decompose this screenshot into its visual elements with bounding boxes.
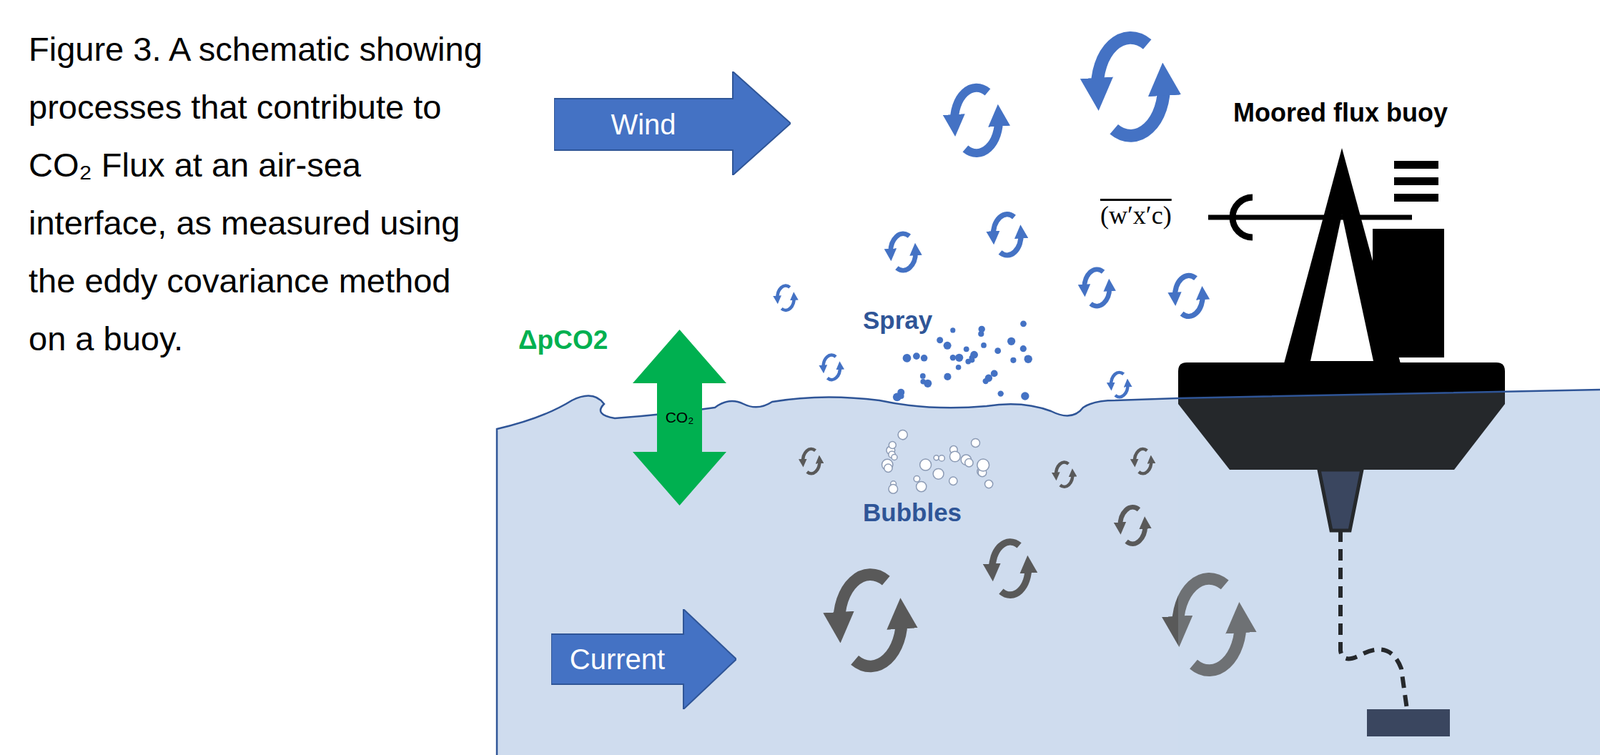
bubble	[938, 455, 945, 462]
spray-drop	[920, 373, 926, 379]
bubble	[913, 476, 920, 482]
eddy-arrow	[1055, 462, 1069, 477]
spray-drop	[1020, 391, 1029, 400]
eddy-arrow	[1084, 269, 1104, 290]
eddy-arrow	[1120, 506, 1139, 527]
spray-drop	[936, 336, 943, 344]
bubble	[949, 476, 958, 485]
spray-drop	[955, 353, 964, 362]
bubble	[977, 458, 990, 472]
node-label: Wind	[554, 98, 733, 151]
figure-caption: Figure 3. A schematic showing processes …	[28, 20, 494, 368]
delta-pco2-label: ΔpCO2	[518, 325, 608, 356]
bubbles-label: Bubbles	[862, 498, 962, 527]
eddy-arrow	[777, 285, 790, 300]
eddy-arrow	[954, 87, 989, 124]
bubble	[985, 480, 994, 489]
bubble	[897, 430, 908, 440]
spray-drop	[978, 331, 984, 337]
bubble	[916, 481, 927, 492]
spray-drop	[990, 370, 999, 378]
spray-drop	[1020, 320, 1027, 327]
eddy-arrow	[807, 460, 820, 474]
bubble	[932, 468, 944, 479]
eddy-arrow	[1138, 460, 1152, 474]
eddy-arrow	[781, 296, 794, 311]
spray-drop	[943, 373, 951, 381]
eddy-arrow	[827, 366, 841, 380]
covariance-label: (w′x′c)	[1097, 200, 1175, 231]
spray-label: Spray	[862, 305, 933, 335]
spray-drop	[985, 374, 993, 382]
bubble	[950, 451, 961, 462]
spray-drop	[1007, 337, 1016, 346]
eddy-arrow	[1090, 285, 1110, 306]
spray-drop	[994, 347, 1001, 354]
arrow-shape	[632, 329, 727, 506]
arrow-shape	[554, 71, 791, 176]
eddy-arrow	[1181, 293, 1203, 316]
eddy-arrow	[896, 250, 916, 271]
eddy-arrow	[1134, 448, 1147, 463]
current-arrow: Current	[551, 609, 737, 710]
buoy-underwater-tint	[1178, 389, 1600, 755]
bubble	[888, 484, 898, 495]
eddy-arrow	[993, 214, 1014, 237]
spray-drop	[955, 364, 962, 371]
spray-drop	[969, 357, 976, 364]
bubble	[888, 441, 896, 449]
arrow-shape	[551, 609, 737, 710]
eddy-arrow	[823, 355, 837, 369]
spray-drop	[950, 327, 956, 333]
bubble-group	[882, 430, 994, 495]
bubble	[965, 458, 974, 467]
eddy-arrow	[890, 233, 910, 254]
bubble	[920, 458, 932, 471]
bubble	[884, 463, 893, 472]
bubble	[891, 454, 898, 461]
eddy-arrow	[1097, 37, 1148, 91]
eddy-arrow	[992, 541, 1020, 571]
eddy-arrow	[1126, 524, 1146, 545]
spray-drop	[980, 342, 987, 349]
spray-drop	[902, 353, 912, 363]
eddy-arrow	[1000, 566, 1029, 595]
eddy-arrow	[1060, 473, 1073, 487]
node-label: Current	[551, 634, 684, 685]
spray-drop	[1010, 357, 1016, 364]
spray-drop	[943, 341, 952, 350]
eddy-arrow	[1174, 275, 1196, 298]
eddy-arrow	[1113, 82, 1164, 136]
bubble	[933, 455, 939, 461]
node-label: Moored flux buoy	[1172, 91, 1509, 135]
spray-drop	[912, 352, 921, 360]
wind-arrow: Wind	[554, 71, 791, 176]
spray-drop	[1024, 355, 1033, 364]
eddy-arrow	[1115, 383, 1129, 398]
spray-drop	[920, 354, 928, 362]
spray-drop	[963, 346, 970, 352]
eddy-arrow	[802, 448, 816, 463]
eddy-arrow	[1000, 233, 1021, 256]
spray-drop	[998, 390, 1004, 397]
eddy-arrow	[839, 574, 886, 625]
spray-drop	[897, 393, 904, 399]
spray-drop	[950, 354, 956, 361]
eddy-arrow	[855, 616, 903, 667]
spray-drop	[1020, 345, 1027, 352]
buoy-node: Moored flux buoy	[1172, 91, 1509, 135]
node-label: CO₂	[657, 383, 703, 452]
co2-flux-arrow: CO₂	[632, 329, 727, 506]
eddy-arrow	[1110, 372, 1124, 387]
spray-drop	[923, 379, 932, 388]
eddy-group	[777, 37, 1241, 671]
eddy-arrow	[965, 117, 999, 153]
bubble	[971, 438, 981, 447]
